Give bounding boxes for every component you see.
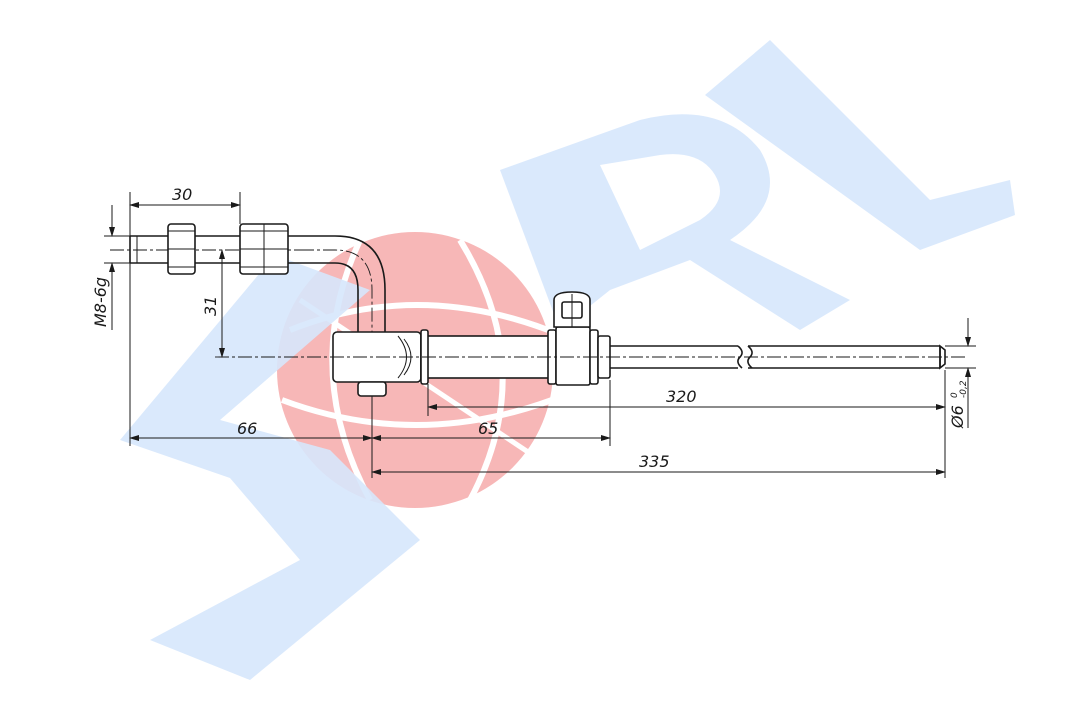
dimension-320: 320 <box>427 370 946 478</box>
probe-rod <box>610 344 946 370</box>
hex-nut-right <box>239 223 289 275</box>
dimension-31-label: 31 <box>201 296 220 316</box>
watermark-letter-r <box>500 114 850 331</box>
dimension-335: 335 <box>371 452 946 475</box>
dimension-thread: M8-6g <box>91 205 130 330</box>
dimension-65-label: 65 <box>478 419 498 438</box>
hex-nut-left <box>167 223 196 275</box>
dimension-tol-lower: -0,2 <box>959 380 969 398</box>
dimension-diameter-label: Ø6 <box>948 405 967 429</box>
bent-tube <box>110 235 386 332</box>
dimension-thread-label: M8-6g <box>91 277 110 327</box>
dimension-65: 65 <box>371 380 611 446</box>
dimension-30-label: 30 <box>172 185 192 204</box>
dimension-tol-upper: 0 <box>950 392 960 398</box>
watermark-letter-s <box>120 255 420 680</box>
dimension-66-label: 66 <box>237 419 257 438</box>
dimension-66: 66 <box>129 263 373 478</box>
dimension-30: 30 <box>129 185 241 236</box>
watermark-letter-l <box>705 40 1015 250</box>
dimension-335-label: 335 <box>639 452 670 471</box>
dimension-31: 31 <box>201 249 225 358</box>
dimension-320-label: 320 <box>666 387 697 406</box>
dimension-diameter: Ø6 0 -0,2 <box>945 318 976 429</box>
